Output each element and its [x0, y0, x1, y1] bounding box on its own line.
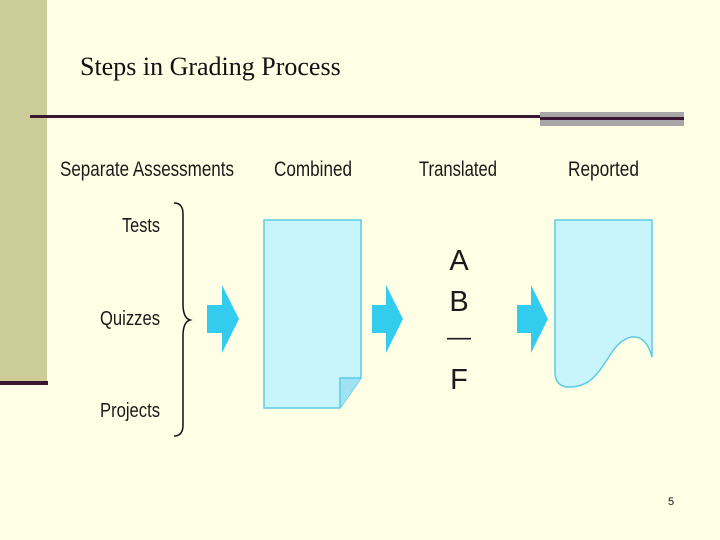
- arrow-right-icon: [372, 285, 403, 353]
- arrow-right-icon: [517, 285, 548, 353]
- side-accent-line: [0, 381, 48, 385]
- grade-a-label: A: [449, 245, 469, 277]
- header-separate-assessments: Separate Assessments: [60, 158, 234, 181]
- header-combined: Combined: [274, 158, 352, 181]
- title-rule-accent-line: [540, 117, 684, 120]
- header-translated: Translated: [419, 158, 497, 181]
- reported-document-icon: [554, 219, 653, 388]
- combined-document-fold: [339, 377, 361, 408]
- assessment-projects-label: Projects: [100, 400, 160, 422]
- title-rule: [30, 115, 680, 118]
- assessments-brace: [173, 202, 193, 437]
- header-reported: Reported: [568, 158, 639, 181]
- grade-dash-label: —: [447, 324, 471, 351]
- assessment-quizzes-label: Quizzes: [100, 308, 160, 330]
- grade-b-label: B: [449, 286, 468, 318]
- side-accent-bar: [0, 0, 47, 383]
- arrow-right-icon: [207, 285, 239, 353]
- page-number: 5: [668, 496, 675, 508]
- assessment-tests-label: Tests: [122, 215, 160, 237]
- slide-title: Steps in Grading Process: [80, 52, 341, 81]
- grade-f-label: F: [450, 364, 468, 396]
